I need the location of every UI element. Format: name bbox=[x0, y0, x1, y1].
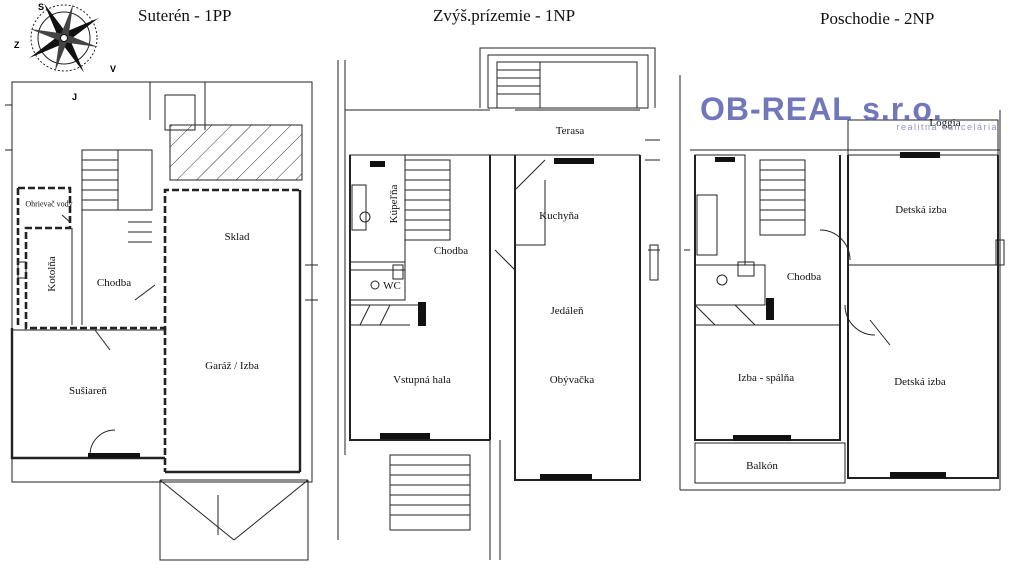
room-label-ground-chodba: Chodba bbox=[433, 245, 469, 257]
room-label-kuchyna: Kuchyňa bbox=[539, 210, 579, 222]
room-label-ohrievac: Ohrievač vody bbox=[25, 199, 73, 209]
entrance-stairs bbox=[389, 454, 471, 531]
room-label-basement-chodba: Chodba bbox=[96, 277, 132, 289]
basement-plan bbox=[5, 81, 318, 561]
room-label-garaz: Garáž / Izba bbox=[205, 360, 259, 372]
room-label-izba-spalna: Izba - spálňa bbox=[737, 372, 795, 384]
basement-title: Suterén - 1PP bbox=[138, 6, 232, 25]
room-label-loggia: Loggia bbox=[929, 117, 961, 129]
compass-rose-icon bbox=[29, 3, 99, 73]
room-label-sklad: Sklad bbox=[224, 231, 250, 243]
room-label-jedalen: Jedáleň bbox=[550, 305, 584, 317]
room-label-upper-chodba: Chodba bbox=[786, 271, 822, 283]
room-label-kotolna: Kotolňa bbox=[46, 256, 58, 292]
upper-floor-title: Poschodie - 2NP bbox=[820, 9, 935, 28]
room-label-detska-izba-2: Detská izba bbox=[894, 376, 946, 388]
basement-stairs bbox=[81, 149, 153, 243]
room-label-detska-izba-1: Detská izba bbox=[895, 204, 947, 216]
company-logo: OB-REAL s.r.o. realitná kancelária bbox=[697, 92, 1002, 132]
terrace-stairs bbox=[497, 62, 541, 108]
room-label-susiaren: Sušiareň bbox=[69, 385, 107, 397]
room-label-terasa: Terasa bbox=[555, 125, 585, 137]
room-label-wc: WC bbox=[383, 280, 401, 292]
ground-floor-title: Zvýš.prízemie - 1NP bbox=[433, 6, 576, 25]
room-label-vstupna-hala: Vstupná hala bbox=[393, 374, 451, 386]
ground-floor-stairs bbox=[404, 159, 451, 241]
room-label-balkon: Balkón bbox=[746, 460, 778, 472]
ground-floor-plan bbox=[337, 47, 660, 560]
room-label-kupelna: Kúpeľňa bbox=[388, 184, 400, 224]
upper-floor-plan bbox=[648, 75, 1005, 491]
upper-floor-stairs bbox=[759, 159, 806, 236]
room-label-obyvacka: Obývačka bbox=[549, 374, 595, 386]
logo-name: OB-REAL s.r.o. bbox=[700, 91, 943, 127]
logo-tagline: realitná kancelária bbox=[896, 122, 998, 132]
